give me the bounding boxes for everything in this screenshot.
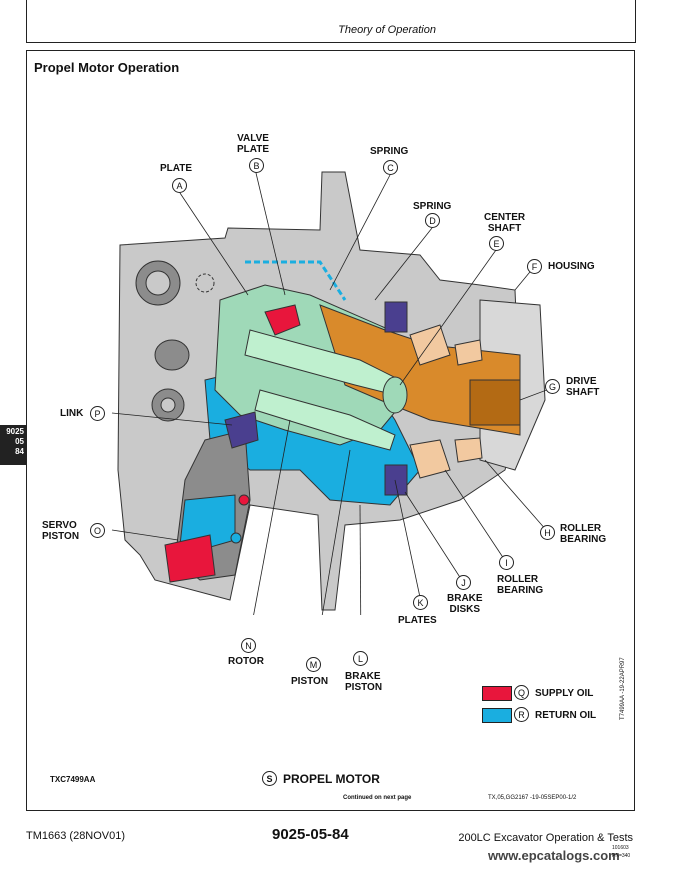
- footer-page-ref: PN=340: [612, 853, 631, 859]
- label-brake-piston-2: PISTON: [345, 682, 383, 693]
- callout-e: E: [489, 236, 504, 251]
- side-tab-line3: 84: [15, 447, 24, 456]
- label-drive-shaft-2: SHAFT: [566, 387, 600, 398]
- label-servo-piston: SERVO PISTON: [42, 520, 79, 542]
- label-brake-disks-1: BRAKE: [447, 593, 483, 604]
- servo-supply: [164, 534, 216, 583]
- figure-frame: [26, 50, 635, 811]
- servo-piston: [179, 494, 236, 551]
- legend-supply-label: SUPPLY OIL: [535, 688, 594, 699]
- callout-g: G: [545, 379, 560, 394]
- side-tab: 9025 05 84: [0, 425, 26, 465]
- footer-right: 200LC Excavator Operation & Tests: [458, 832, 633, 844]
- bolt-center: [160, 397, 176, 413]
- label-center-shaft-2: SHAFT: [487, 223, 522, 234]
- roller-bearing-top: [409, 324, 451, 366]
- label-plates: PLATES: [398, 615, 437, 626]
- drive-shaft-spline: [469, 379, 521, 426]
- callout-d: D: [425, 213, 440, 228]
- callout-a: A: [172, 178, 187, 193]
- brake-disks-top: [384, 301, 408, 333]
- side-tab-line2: 05: [15, 437, 24, 446]
- legend-supply-swatch: [482, 686, 512, 701]
- label-drive-shaft-1: DRIVE: [566, 376, 597, 387]
- callout-c: C: [383, 160, 398, 175]
- figure-vertical-code: T7499AA -19-22APR97: [620, 657, 626, 720]
- link-arm: [224, 411, 259, 449]
- footer-left: TM1663 (28NOV01): [26, 830, 126, 842]
- label-valve-plate: VALVE PLATE: [237, 133, 269, 155]
- callout-p: P: [90, 406, 105, 421]
- label-roller-bearing-i-1: ROLLER: [497, 574, 539, 585]
- roller-bearing-bottom: [409, 439, 451, 479]
- callout-i: I: [499, 555, 514, 570]
- label-brake-piston: BRAKE PISTON: [345, 671, 382, 693]
- small-bearing-bottom: [454, 437, 483, 463]
- header-title: Theory of Operation: [338, 24, 436, 36]
- label-drive-shaft: DRIVE SHAFT: [566, 376, 599, 398]
- footer-page-num: 101603: [612, 845, 629, 851]
- continued-note: Continued on next page: [343, 795, 412, 801]
- callout-r: R: [514, 707, 529, 722]
- label-rotor: ROTOR: [228, 656, 264, 667]
- supply-oil-channel: [264, 304, 301, 336]
- callout-l: L: [353, 651, 368, 666]
- figure-title-text: PROPEL MOTOR: [283, 771, 380, 786]
- callout-m: M: [306, 657, 321, 672]
- callout-n: N: [241, 638, 256, 653]
- label-servo-piston-1: SERVO: [42, 520, 77, 531]
- legend-return-swatch: [482, 708, 512, 723]
- callout-h: H: [540, 525, 555, 540]
- label-spring-d: SPRING: [413, 201, 452, 212]
- callout-s: S: [262, 771, 277, 786]
- label-roller-bearing-i-2: BEARING: [497, 585, 544, 596]
- label-piston: PISTON: [291, 676, 329, 687]
- watermark: www.epcatalogs.com: [488, 848, 620, 863]
- callout-o: O: [90, 523, 105, 538]
- label-roller-bearing-h: ROLLER BEARING: [560, 523, 606, 545]
- footer-center: 9025-05-84: [272, 826, 349, 843]
- boss-dark: [154, 339, 190, 371]
- label-valve-plate-1: VALVE: [237, 133, 269, 144]
- legend-return-label: RETURN OIL: [535, 710, 597, 721]
- callout-q: Q: [514, 685, 529, 700]
- label-plate: PLATE: [160, 163, 193, 174]
- gear-inner: [145, 270, 171, 296]
- label-brake-disks: BRAKE DISKS: [447, 593, 483, 615]
- doc-code: TX,05,GG2167 -19-05SEP00-1/2: [488, 795, 577, 801]
- section-title: Propel Motor Operation: [34, 60, 180, 75]
- piston-ball: [382, 376, 408, 414]
- label-roller-bearing-i: ROLLER BEARING: [497, 574, 543, 596]
- propel-motor-illustration: [111, 171, 550, 615]
- side-tab-line1: 9025: [6, 427, 24, 436]
- callout-j: J: [456, 575, 471, 590]
- label-brake-piston-1: BRAKE: [345, 671, 381, 682]
- callout-f: F: [527, 259, 542, 274]
- small-bearing-top: [454, 339, 483, 366]
- servo-red-cap: [238, 494, 250, 506]
- piston-lower: [254, 389, 396, 451]
- label-center-shaft: CENTER SHAFT: [484, 212, 525, 234]
- label-spring-c: SPRING: [370, 146, 409, 157]
- label-servo-piston-2: PISTON: [42, 531, 80, 542]
- header-box: [26, 0, 636, 43]
- callout-k: K: [413, 595, 428, 610]
- servo-blue-cap: [230, 532, 242, 544]
- figure-id: TXC7499AA: [50, 775, 96, 784]
- label-roller-bearing-h-1: ROLLER: [560, 523, 602, 534]
- callout-b: B: [249, 158, 264, 173]
- pilot-line-dashed: [245, 260, 347, 301]
- label-link: LINK: [60, 408, 84, 419]
- label-valve-plate-2: PLATE: [237, 144, 270, 155]
- label-center-shaft-1: CENTER: [484, 212, 526, 223]
- brake-disks-bottom: [384, 464, 408, 496]
- label-housing: HOUSING: [548, 261, 595, 272]
- label-brake-disks-2: DISKS: [449, 604, 481, 615]
- label-roller-bearing-h-2: BEARING: [560, 534, 607, 545]
- pin-dashed: [195, 273, 215, 293]
- figure-title: S PROPEL MOTOR: [262, 771, 380, 786]
